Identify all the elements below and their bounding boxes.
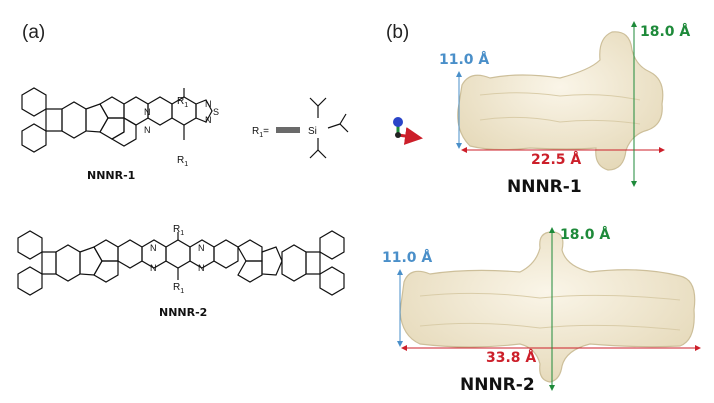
nnnr1-ring: [110, 116, 137, 147]
nnnr1-cyclobutadiene-ring: [45, 108, 63, 132]
nnnr2-surface: [399, 231, 696, 383]
nnnr1-pentagon: [85, 103, 109, 133]
nnnr1-r1-top: R1: [177, 96, 188, 109]
nnnr1-r1-bottom: R1: [177, 155, 188, 168]
nnnr2-surface-caption: NNNR-2: [460, 375, 535, 395]
nnnr1-thiadiazole-ring: [195, 99, 213, 123]
silicon-label: Si: [308, 126, 317, 137]
nnnr2-ring: [281, 244, 307, 282]
nnnr2-benzo-ring-bottom-right: [319, 266, 345, 296]
nnnr2-ring: [237, 239, 263, 262]
r1-definition-label: R1=: [252, 126, 269, 139]
structures-panel: R1 R1 N N N N S R1= Si R1 R1 N N N N: [17, 87, 349, 296]
nnnr2-core-ring: [165, 239, 191, 269]
nnnr1-n-label: N: [205, 99, 212, 109]
nnnr1-benzo-ring-top: [21, 87, 47, 117]
nnnr1-n-label: N: [144, 107, 151, 117]
nnnr1-n-label: N: [144, 125, 151, 135]
nnnr2-depth-label: 18.0 Å: [560, 227, 611, 243]
nnnr2-ring: [237, 260, 263, 283]
nnnr1-n-label: N: [205, 115, 212, 125]
nnnr2-ring: [55, 244, 81, 282]
nnnr1-surface-caption: NNNR-1: [507, 177, 582, 197]
nnnr2-ring: [213, 239, 239, 269]
nnnr1-structure: [21, 87, 213, 153]
nnnr2-ring: [117, 239, 143, 269]
nnnr1-ring: [61, 101, 87, 139]
nnnr2-structure: [17, 230, 345, 296]
nnnr1-ring: [99, 96, 125, 119]
nnnr1-depth-label: 18.0 Å: [640, 24, 691, 40]
nnnr2-cyclobutadiene-right: [305, 251, 321, 275]
nnnr1-pyrazine-ring: [147, 96, 173, 126]
nnnr1-height-label: 11.0 Å: [439, 52, 490, 68]
panel-a-label: (a): [22, 22, 46, 43]
nnnr1-s-label: S: [213, 107, 219, 117]
panel-b-label: (b): [386, 22, 410, 43]
nnnr2-ring: [93, 239, 119, 262]
nnnr2-benzo-ring-top-right: [319, 230, 345, 260]
nnnr2-pentagon-left: [79, 246, 103, 276]
nnnr2-pentagon-right: [261, 246, 283, 276]
nnnr2-benzo-ring-bottom-left: [17, 266, 43, 296]
nnnr2-r1-top: R1: [173, 224, 184, 237]
nnnr2-n-label: N: [150, 263, 157, 273]
nnnr2-benzo-ring-top-left: [17, 230, 43, 260]
nnnr2-n-label: N: [150, 243, 157, 253]
r1-substituent: [276, 97, 349, 159]
nnnr1-width-label: 22.5 Å: [531, 152, 582, 168]
nnnr2-structure-caption: NNNR-2: [159, 306, 208, 319]
nnnr2-n-label: N: [198, 263, 205, 273]
nnnr1-structure-caption: NNNR-1: [87, 169, 136, 182]
nnnr2-n-label: N: [198, 243, 205, 253]
nnnr2-r1-bottom: R1: [173, 282, 184, 295]
nnnr2-height-label: 11.0 Å: [382, 250, 433, 266]
nnnr1-benzo-ring-bottom: [21, 123, 47, 153]
nnnr2-cyclobutadiene-left: [41, 251, 57, 275]
nnnr1-ring: [99, 117, 125, 140]
nnnr2-ring: [93, 260, 119, 283]
surfaces-panel: [393, 21, 701, 391]
axis-triad-icon: [393, 117, 423, 145]
nnnr2-width-label: 33.8 Å: [486, 350, 537, 366]
